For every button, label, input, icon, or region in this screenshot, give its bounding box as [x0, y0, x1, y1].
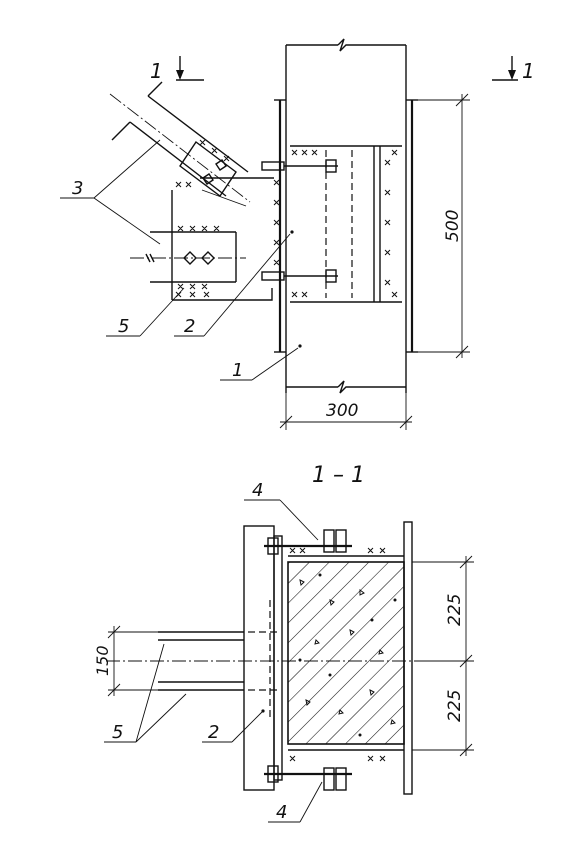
section-bolt-4-bottom — [264, 755, 386, 791]
callout-4-top: 4 — [244, 480, 319, 541]
section-plate-2 — [243, 525, 283, 791]
column-1 — [261, 38, 418, 394]
dimension-plan-width: 300 — [279, 393, 413, 430]
callout-4-bottom: 4 — [268, 781, 323, 823]
dimension-plan-height: 500 — [412, 93, 470, 359]
plan-view: 1 1 500 300 — [60, 38, 535, 430]
section-mark-right: 1 — [492, 56, 535, 83]
horizontal-brace-3 — [130, 225, 246, 290]
callout-1-label: 1 — [232, 360, 243, 381]
dimension-section-spacing-label: 150 — [93, 645, 112, 676]
dimension-section-upper: 225 — [412, 555, 474, 757]
callout-3-label: 3 — [72, 178, 83, 199]
dimension-plan-height-label: 500 — [443, 210, 463, 242]
section-bars-5 — [106, 631, 290, 691]
callout-2-plan-label: 2 — [184, 316, 195, 337]
dimension-section-lower-label: 225 — [445, 690, 465, 722]
dimension-section-lower: 225 — [445, 690, 465, 722]
section-mark-right-label: 1 — [522, 59, 535, 83]
dimension-plan-width-label: 300 — [326, 401, 358, 421]
callout-5-plan-label: 5 — [118, 316, 129, 337]
callout-3: 3 — [60, 139, 161, 245]
section-right-plate — [288, 521, 413, 795]
section-mark-left-label: 1 — [150, 59, 163, 83]
callout-5-section: 5 — [104, 643, 187, 743]
section-bolt-4-top — [264, 529, 386, 555]
section-view: 1 – 1 — [93, 463, 474, 823]
section-mark-left: 1 — [150, 56, 204, 83]
dimension-section-spacing: 150 — [93, 625, 158, 697]
callout-2-plan: 2 — [174, 230, 294, 337]
section-title: 1 – 1 — [312, 463, 365, 488]
callout-4-bottom-label: 4 — [276, 802, 287, 823]
dimension-section-upper-label: 225 — [445, 594, 465, 626]
callout-2-section-label: 2 — [208, 722, 219, 743]
callout-5-section-label: 5 — [112, 722, 123, 743]
inclined-brace-3 — [109, 81, 251, 207]
callout-1: 1 — [220, 344, 302, 381]
callout-5-plan: 5 — [106, 287, 185, 337]
concrete-core — [282, 561, 420, 745]
callout-4-top-label: 4 — [252, 480, 263, 501]
callout-2-section: 2 — [202, 709, 265, 743]
